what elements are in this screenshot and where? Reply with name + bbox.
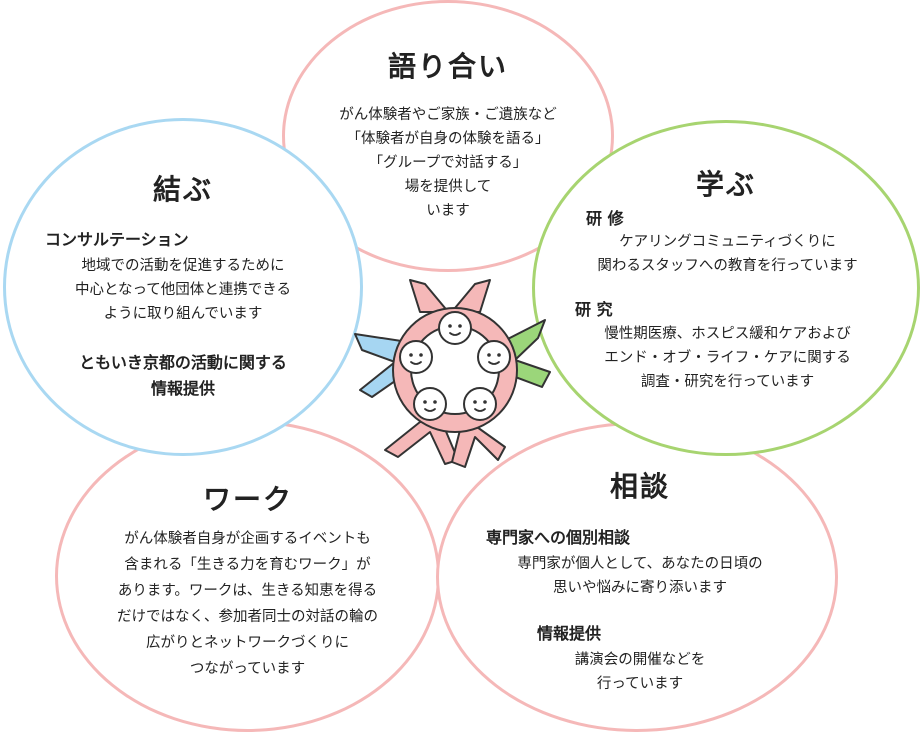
- manabu-line: 慢性期医療、ホスピス緩和ケアおよび: [604, 326, 851, 342]
- musubu-line: 中心となって他団体と連携できる: [74, 282, 292, 298]
- katariai-body: がん体験者やご家族・ご遺族など 「体験者が自身の体験を語る」 「グループで対話す…: [300, 103, 596, 223]
- face-left: [399, 340, 433, 374]
- manabu-body-training: ケアリングコミュニティづくりに 関わるスタッフへの教育を行っています: [555, 230, 900, 278]
- work-line: あります。ワークは、生きる知恵を得る: [117, 583, 378, 599]
- work-line: 含まれる「生きる力を育むワーク」が: [124, 557, 371, 573]
- soudan-body-info: 講演会の開催などを 行っています: [480, 648, 800, 696]
- manabu-line: エンド・オブ・ライフ・ケアに関する: [604, 350, 851, 366]
- soudan-title: 相談: [609, 470, 670, 503]
- work-line: がん体験者自身が企画するイベントも: [124, 531, 371, 547]
- soudan-line: 講演会の開催などを: [574, 652, 706, 668]
- soudan-body-consult: 専門家が個人として、あなたの日頃の 思いや悩みに寄り添います: [470, 552, 810, 600]
- soudan-line: 思いや悩みに寄り添います: [553, 580, 727, 596]
- people-circle-holding-hands-icon: [350, 272, 560, 472]
- musubu-title: 結ぶ: [152, 173, 213, 206]
- katariai-line: 「グループで対話する」: [368, 155, 528, 171]
- manabu-line: 関わるスタッフへの教育を行っています: [597, 258, 858, 274]
- work-circle: [55, 420, 440, 732]
- katariai-line: がん体験者やご家族・ご遺族など: [339, 107, 557, 123]
- people-circle-svg: [354, 279, 551, 468]
- musubu-heading-info: ともいき京都の活動に関する 情報提供: [23, 350, 343, 402]
- manabu-line: 調査・研究を行っています: [640, 374, 815, 390]
- face-top: [438, 311, 472, 345]
- face-bottom-left: [413, 387, 447, 421]
- manabu-line: ケアリングコミュニティづくりに: [619, 234, 836, 250]
- work-line: だけではなく、参加者同士の対話の輪の: [117, 609, 378, 625]
- katariai-line: 場を提供して: [404, 179, 492, 195]
- musubu-circle: [3, 118, 363, 456]
- musubu-line: 地域での活動を促進するために: [81, 258, 285, 274]
- soudan-heading-consult: 専門家への個別相談: [486, 528, 631, 547]
- work-line: つながっています: [189, 661, 306, 677]
- musubu-heading-line: ともいき京都の活動に関する: [79, 353, 287, 372]
- work-line: 広がりとネットワークづくりに: [146, 635, 349, 651]
- soudan-circle: [436, 422, 838, 732]
- musubu-heading-line: 情報提供: [150, 379, 215, 398]
- manabu-heading-training: 研 修: [586, 209, 624, 228]
- face-right: [477, 340, 511, 374]
- pink-figure-top: [409, 279, 491, 315]
- work-title: ワーク: [202, 483, 293, 516]
- face-bottom-right: [463, 387, 497, 421]
- katariai-line: 「体験者が自身の体験を語る」: [346, 131, 550, 147]
- manabu-title: 学ぶ: [695, 168, 756, 201]
- musubu-heading-consultation: コンサルテーション: [45, 230, 189, 249]
- manabu-heading-research: 研 究: [575, 300, 613, 319]
- katariai-line: います: [426, 203, 470, 219]
- musubu-line: ように取り組んでいます: [103, 306, 263, 322]
- musubu-body: 地域での活動を促進するために 中心となって他団体と連携できる ように取り組んでい…: [23, 254, 343, 326]
- soudan-heading-info: 情報提供: [537, 624, 602, 643]
- manabu-body-research: 慢性期医療、ホスピス緩和ケアおよび エンド・オブ・ライフ・ケアに関する 調査・研…: [555, 322, 900, 394]
- soudan-line: 専門家が個人として、あなたの日頃の: [517, 556, 763, 572]
- work-body: がん体験者自身が企画するイベントも 含まれる「生きる力を育むワーク」が あります…: [75, 526, 420, 682]
- manabu-circle: [532, 120, 920, 456]
- soudan-line: 行っています: [596, 676, 684, 692]
- katariai-title: 語り合い: [387, 50, 508, 83]
